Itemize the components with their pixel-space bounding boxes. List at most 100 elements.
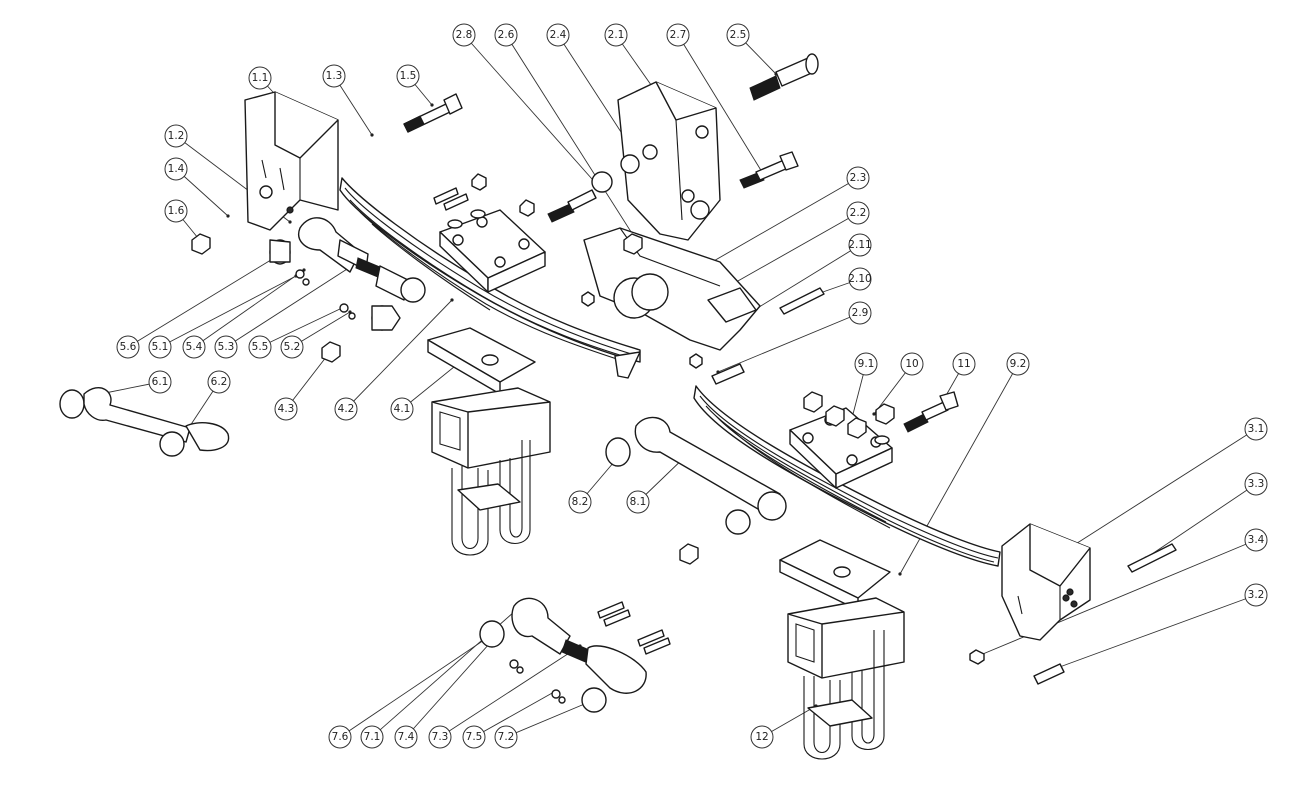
pin-2-9 [711,363,745,385]
callout-label: 4.1 [394,403,411,415]
callout-label: 1.4 [168,163,185,175]
nut-3-4 [969,649,985,665]
callout-bubble [214,335,238,359]
callout-8-1: 8.1 [626,490,650,514]
leader-end-dot [370,133,374,137]
leader-end-dot [288,220,292,224]
callout-bubble [462,725,486,749]
pin-3-2 [1033,663,1065,685]
callout-label: 7.3 [432,731,449,743]
left-axle-mount [427,327,551,556]
callout-5-4: 5.4 [182,335,206,359]
callout-label: 12 [755,731,768,743]
leader-end-dot [226,214,230,218]
callout-3-1: 3.1 [1244,417,1268,441]
leader-line [1059,428,1257,555]
callout-bubble [848,301,872,325]
callout-label: 1.2 [168,130,185,142]
shackle-bracket [581,227,761,369]
callout-2-5: 2.5 [726,23,750,47]
leader-line [463,34,601,189]
leader-end-dot [430,103,434,107]
callout-bubble [568,490,592,514]
callout-label: 5.6 [120,341,137,353]
callout-2-6: 2.6 [494,23,518,47]
callout-bubble [322,64,346,88]
leader-line [439,645,581,738]
callout-6-1: 6.1 [148,370,172,394]
callout-label: 9.2 [1010,358,1027,370]
callout-2-10: 2.10 [848,267,872,291]
callout-7-3: 7.3 [428,725,452,749]
callout-bubble [846,166,870,190]
leader-line [505,34,641,247]
callout-label: 6.1 [152,376,169,388]
leader-line [473,691,555,738]
leader-line [505,699,595,738]
pin-2-5 [749,53,819,101]
callout-label: 5.3 [218,341,235,353]
callout-10: 10 [900,352,924,376]
callout-11: 11 [952,352,976,376]
leader-line [704,177,859,267]
torque-arm-8 [605,416,787,565]
bolt-2-7 [739,151,799,189]
callout-5-3: 5.3 [214,335,238,359]
callout-2-2: 2.2 [846,201,870,225]
callout-bubble [280,335,304,359]
callout-1-2: 1.2 [164,124,188,148]
right-axle-mount [779,539,905,760]
callout-2-11: 2.11 [848,233,872,257]
bolt-2-8 [547,171,613,223]
rod-assembly-7 [479,597,671,713]
callout-3-4: 3.4 [1244,528,1268,552]
callout-bubble [546,23,570,47]
callout-5-1: 5.1 [148,335,172,359]
leader-line [333,75,373,136]
callout-7-4: 7.4 [394,725,418,749]
callout-bubble [148,370,172,394]
callout-label: 1.3 [326,70,343,82]
callout-bubble [428,725,452,749]
callout-bubble [952,352,976,376]
leader-line [1045,594,1257,673]
callout-9-1: 9.1 [854,352,878,376]
callout-1-6: 1.6 [164,199,188,223]
callout-label: 3.4 [1248,534,1265,546]
callout-7-2: 7.2 [494,725,518,749]
leader-line [259,307,343,348]
callout-bubble [1244,583,1268,607]
callout-3-3: 3.3 [1244,472,1268,496]
callout-bubble [626,490,650,514]
callout-label: 8.1 [630,496,647,508]
callout-label: 7.1 [364,731,381,743]
leader-end-dot [872,412,876,416]
callout-6-2: 6.2 [207,370,231,394]
callout-label: 8.2 [572,496,589,508]
callout-bubble [360,725,384,749]
callout-bubble [390,397,414,421]
callout-bubble [248,335,272,359]
callout-bubble [164,199,188,223]
callout-label: 3.3 [1248,478,1265,490]
callout-bubble [846,201,870,225]
leader-end-dot [450,298,454,302]
leader-line [615,34,657,93]
callout-label: 2.7 [670,29,687,41]
callout-1-1: 1.1 [248,66,272,90]
callout-label: 2.11 [848,239,871,251]
callout-bubble [164,157,188,181]
right-clamp-plate [789,391,895,489]
leader-line [677,34,763,173]
callout-8-2: 8.2 [568,490,592,514]
callout-2-7: 2.7 [666,23,690,47]
callout-bubble [494,725,518,749]
callout-5-6: 5.6 [116,335,140,359]
left-torque-rod [269,217,426,331]
right-hanger-bracket [1001,523,1091,641]
callout-7-5: 7.5 [462,725,486,749]
nut-1-6 [191,233,211,255]
leader-line [345,299,453,410]
callout-2-9: 2.9 [848,301,872,325]
